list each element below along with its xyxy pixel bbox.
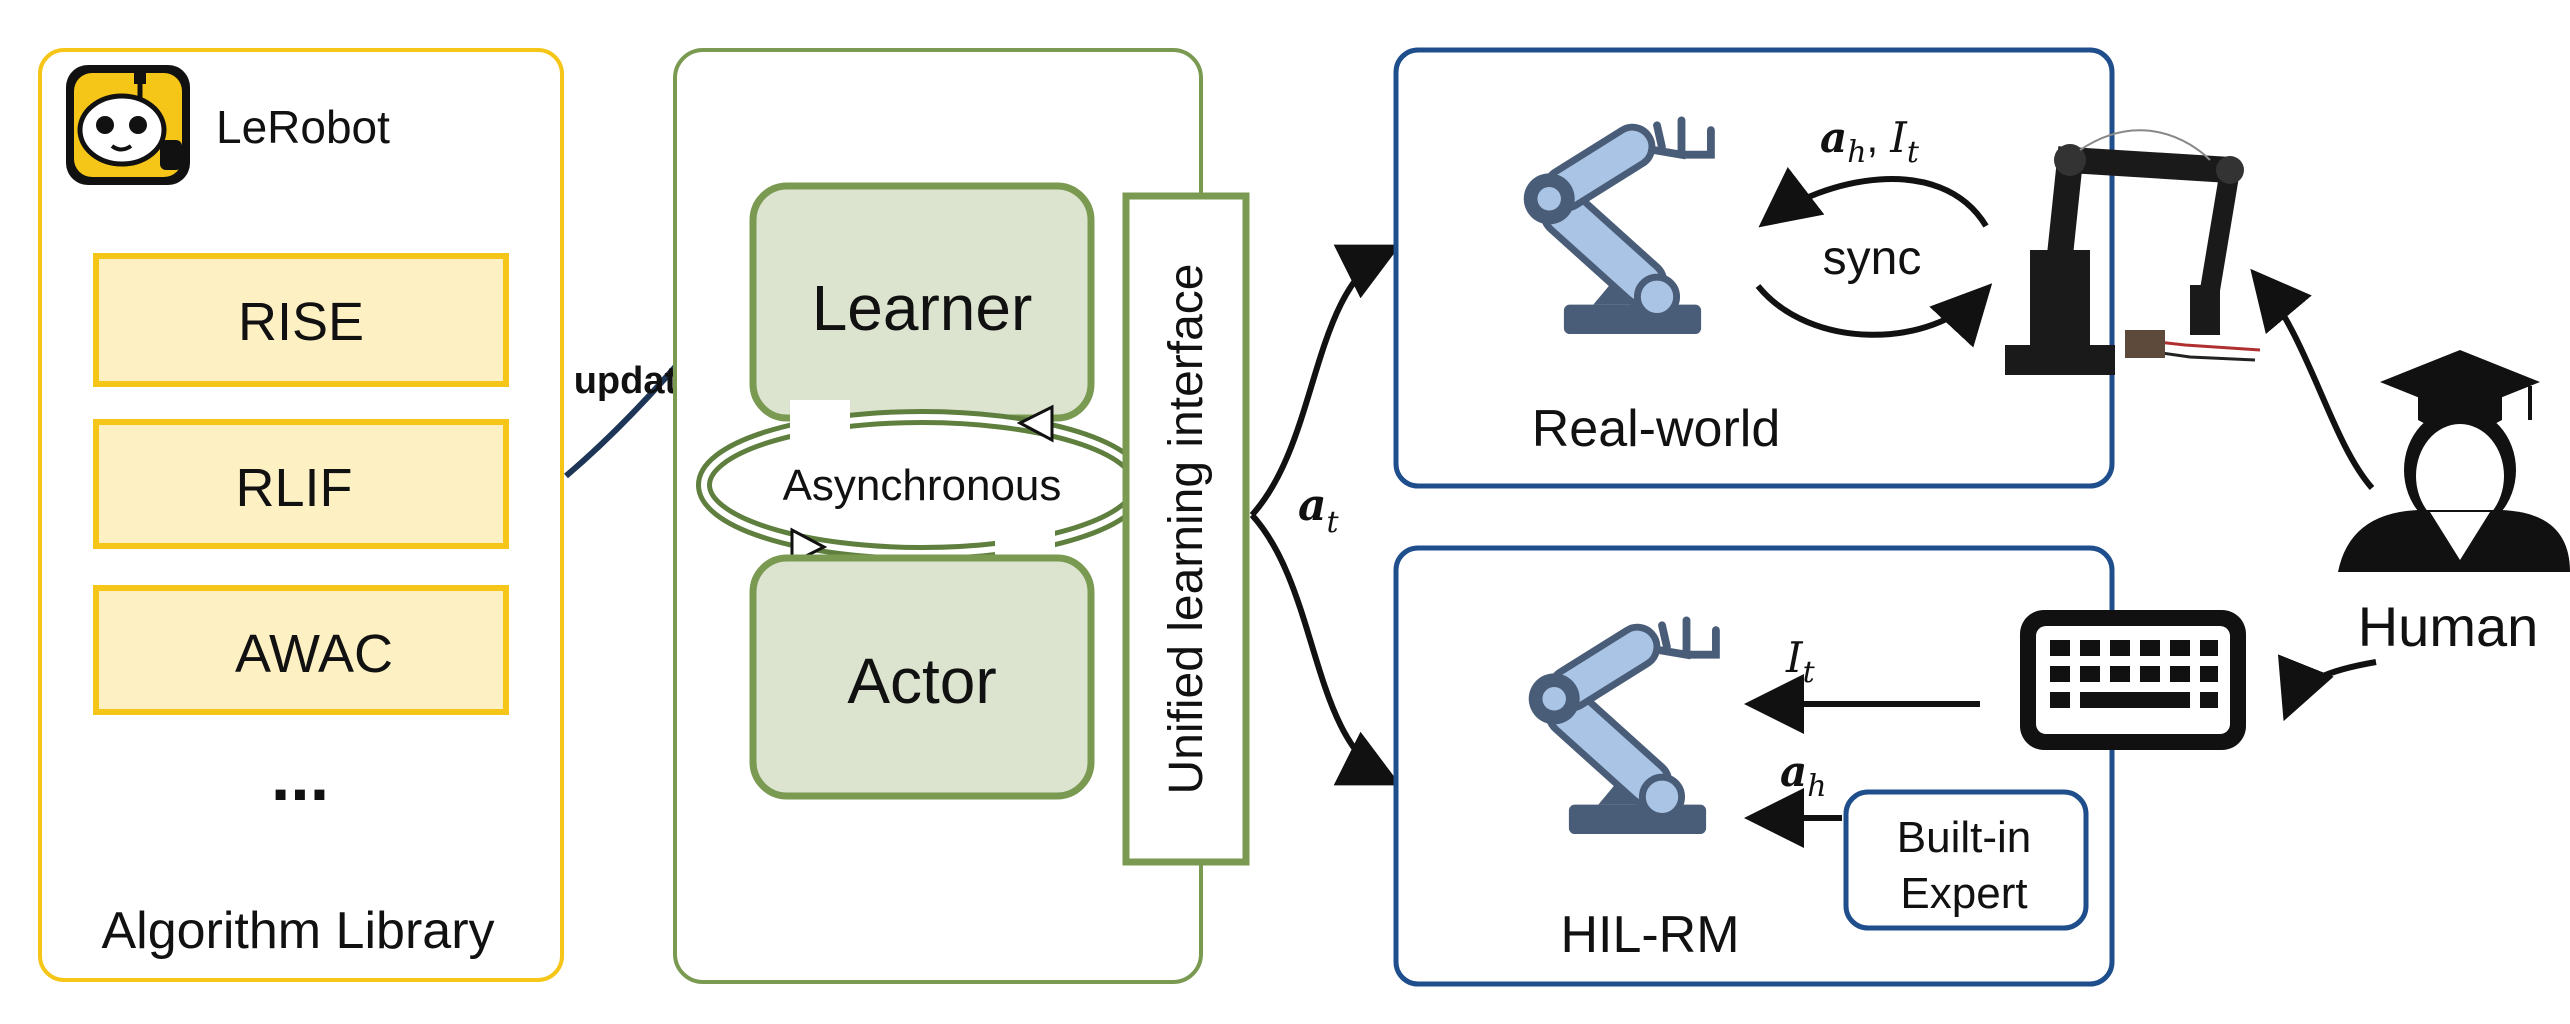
algorithm-library-caption: Algorithm Library <box>101 902 494 960</box>
hil-rm-panel: It ah Built-in Expert HIL-RM <box>1393 545 2115 987</box>
hil-rm-caption: HIL-RM <box>1560 906 1739 964</box>
action-label: at <box>1298 480 1340 540</box>
human-graduate-icon <box>2338 350 2570 572</box>
brand-name: LeRobot <box>216 101 390 153</box>
expert-action-label: ah <box>1780 747 1827 804</box>
expert-label-line1: Built-in <box>1897 813 2032 862</box>
algorithm-label: RLIF <box>235 458 352 518</box>
real-robot-arm-image <box>2005 129 2261 375</box>
image-signal-arrow: It <box>1744 633 1980 734</box>
algorithm-item-rise: RISE <box>93 253 509 387</box>
algorithm-label: AWAC <box>235 624 393 684</box>
unified-interface-bar: Unified learning interface <box>1122 192 1250 866</box>
actor-label: Actor <box>847 645 996 717</box>
real-world-caption: Real-world <box>1532 400 1781 458</box>
more-algorithms-ellipsis: ... <box>271 737 329 815</box>
keyboard-icon <box>2020 610 2246 750</box>
real-world-panel: sync ah,It Real-world <box>1393 47 2261 489</box>
learner-actor-panel: Learner Asynchronous Actor Unified learn… <box>673 48 1250 984</box>
built-in-expert-box: Built-in Expert <box>1843 789 2089 931</box>
image-signal-label: It <box>1785 633 1816 690</box>
algorithm-item-awac: AWAC <box>93 585 509 715</box>
async-label: Asynchronous <box>783 461 1062 510</box>
learner-label: Learner <box>812 272 1033 344</box>
real-world-signal: ah,It <box>1820 113 1920 170</box>
algorithm-item-rlif: RLIF <box>93 419 509 549</box>
expert-label-line2: Expert <box>1900 869 2027 918</box>
lerobot-logo-icon <box>66 65 190 185</box>
sync-label: sync <box>1823 232 1922 285</box>
human-arrows <box>2250 268 2377 722</box>
action-fork-arrows: at <box>1249 244 1401 786</box>
learner-box: Learner <box>749 182 1095 422</box>
algorithm-library-panel: LeRobot RISE RLIF AWAC ... Algorithm Lib… <box>38 48 564 982</box>
actor-box: Actor <box>749 554 1095 800</box>
sync-arrows: sync <box>1755 166 1993 348</box>
algorithm-label: RISE <box>238 292 364 352</box>
unified-interface-label: Unified learning interface <box>1160 264 1213 795</box>
expert-action-arrow: ah <box>1744 747 1842 848</box>
human-label: Human <box>2358 595 2539 658</box>
